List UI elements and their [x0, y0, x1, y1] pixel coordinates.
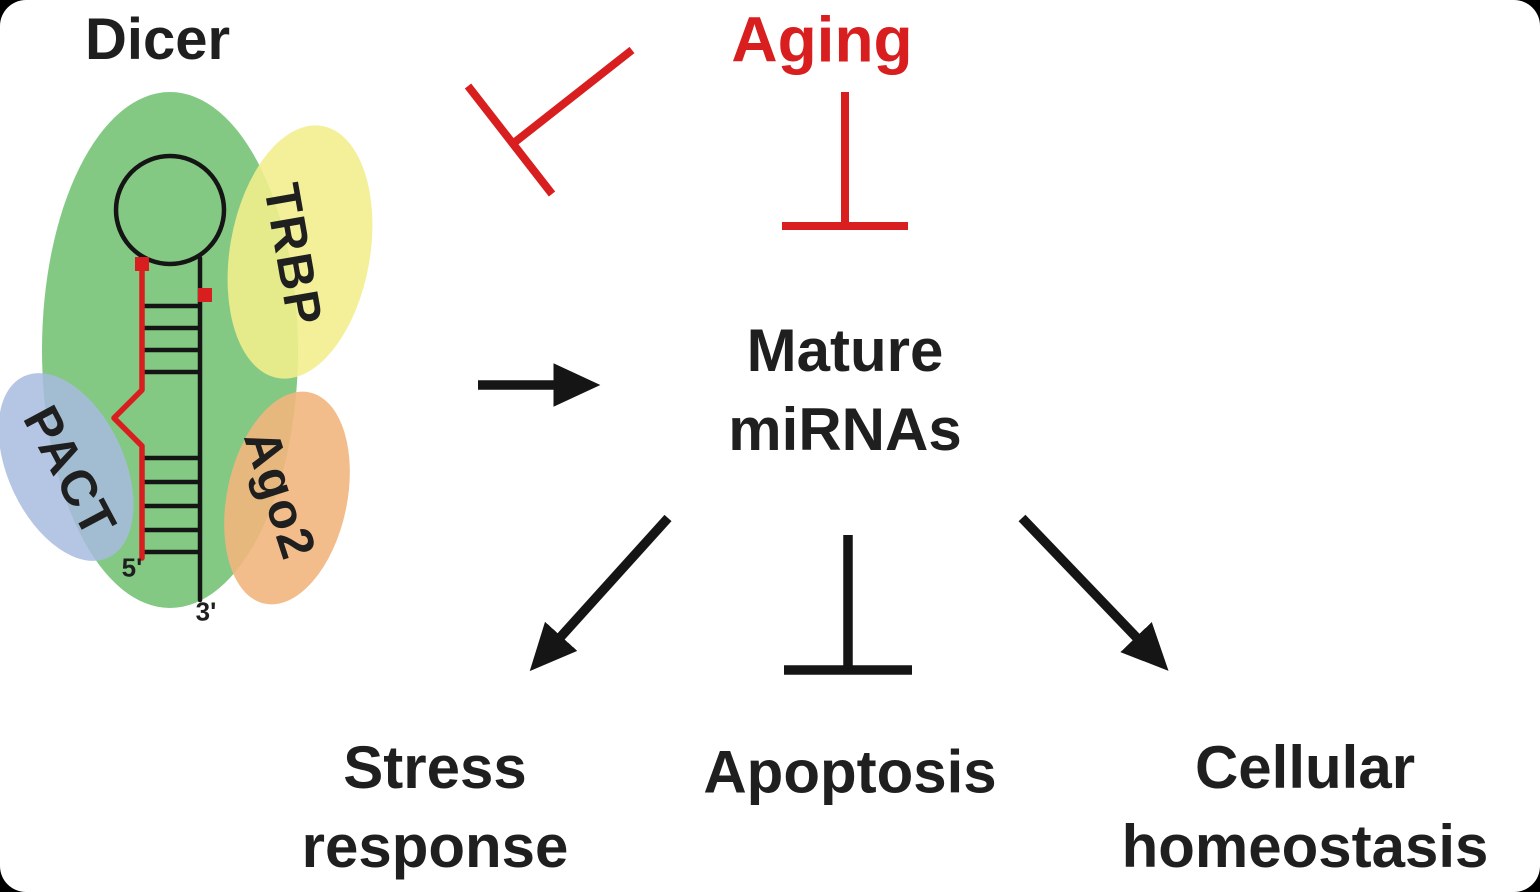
hairpin-red-strand: [111, 259, 145, 561]
red-marker-left: [135, 257, 149, 271]
trbp-blob: [227, 125, 373, 379]
red-marker-right: [198, 288, 212, 302]
cellular-homeostasis-node: Cellular homeostasis: [1122, 728, 1489, 886]
cellular-homeostasis-line1: Cellular: [1194, 733, 1416, 801]
hairpin-rungs: [141, 303, 201, 555]
five-prime-label: 5': [121, 552, 143, 583]
mature-to-cellular-arrow: [1018, 514, 1169, 671]
mature-mirnas-line1: Mature: [746, 316, 944, 384]
aging-node: Aging: [731, 3, 913, 76]
pre-mirna-hairpin: [111, 153, 227, 603]
apoptosis-node: Apoptosis: [703, 738, 997, 806]
stress-response-node: Stress response: [302, 728, 569, 886]
mature-inhibits-apoptosis-tbar: [784, 535, 912, 675]
dicer-label: Dicer: [85, 7, 231, 72]
aging-inhibits-dicer-tbar: [464, 46, 635, 197]
mature-mirnas-line2: miRNAs: [728, 396, 962, 463]
dicer-complex-graphic: [0, 92, 373, 608]
ago2-blob: [224, 391, 350, 605]
pact-blob: [0, 373, 134, 561]
stress-response-line2: response: [301, 813, 569, 880]
cellular-homeostasis-line2: homeostasis: [1121, 813, 1489, 880]
aging-inhibits-mature-tbar: [782, 92, 908, 230]
mature-to-stress-arrow: [529, 514, 672, 672]
mature-mirnas-node: Mature miRNAs: [728, 311, 961, 469]
three-prime-label: 3': [195, 596, 217, 627]
stress-response-line1: Stress: [343, 733, 527, 801]
hairpin-loop: [113, 153, 227, 267]
